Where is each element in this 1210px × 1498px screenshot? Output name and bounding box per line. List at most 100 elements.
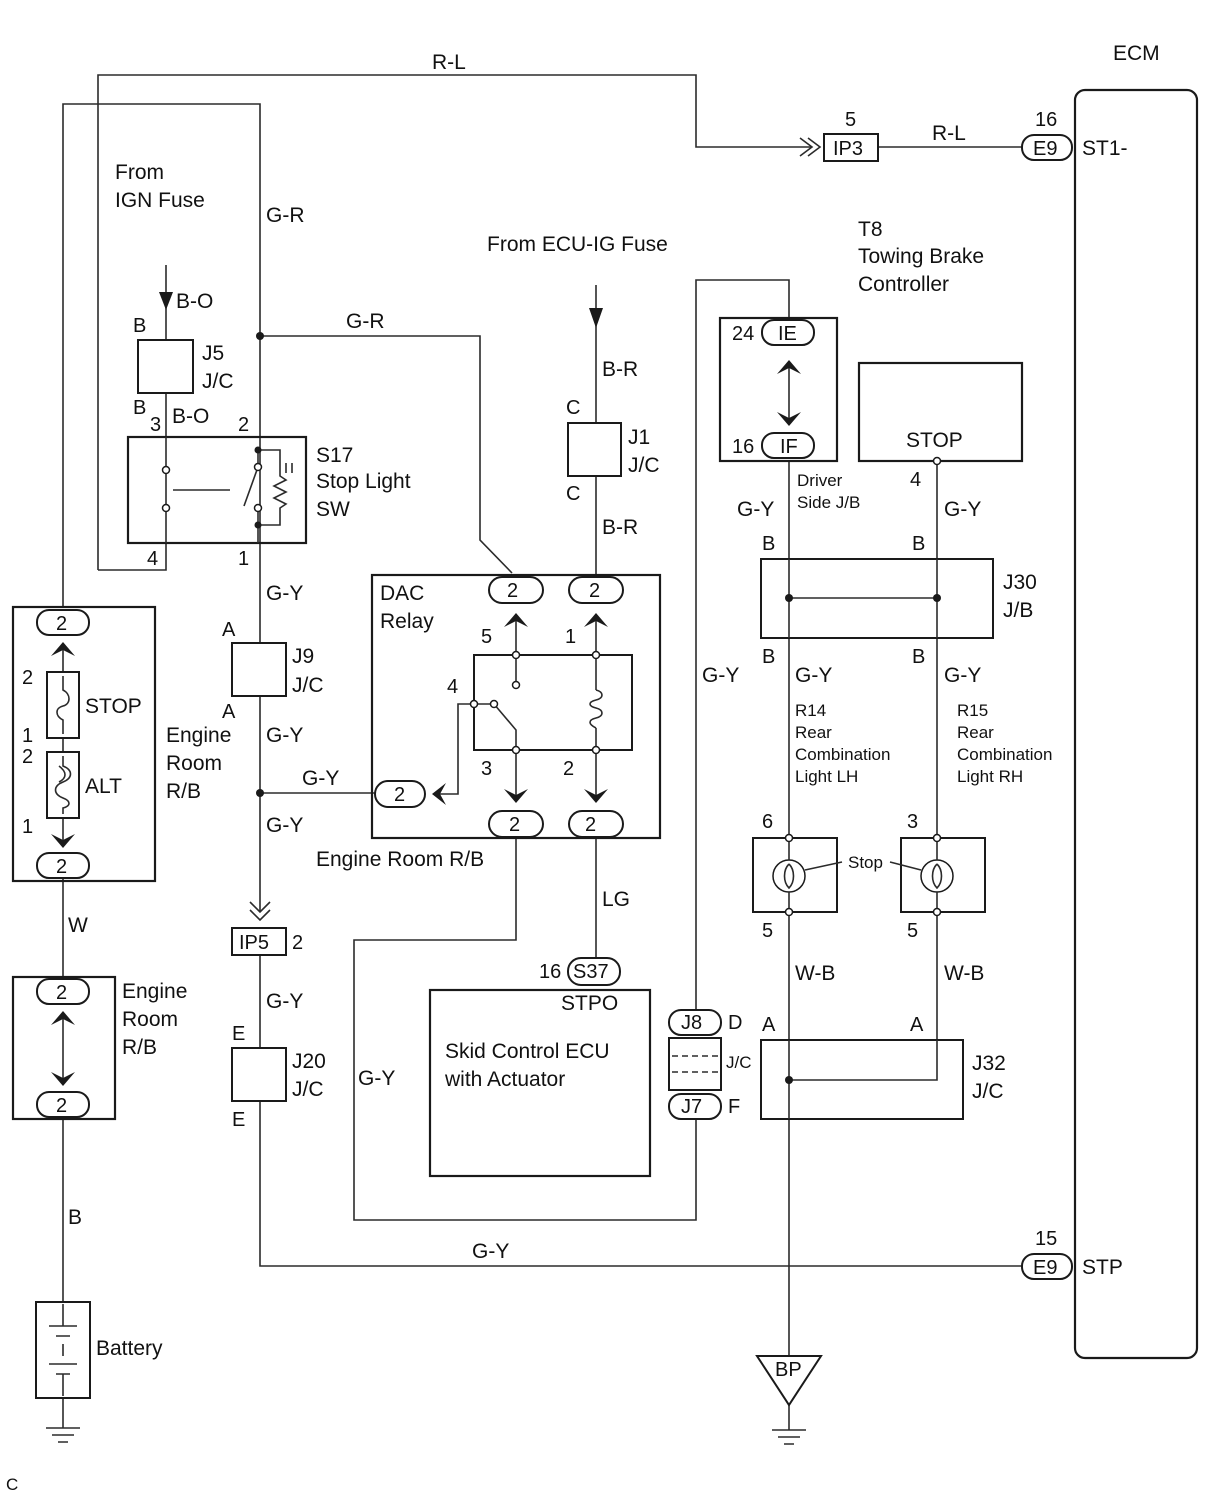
- wire-g-y-t8: [695, 279, 790, 1010]
- engine-room-rb-line2: Room: [166, 752, 222, 775]
- fuse-stop-label: STOP: [85, 695, 142, 718]
- ecm-stp-conn: E9: [1033, 1257, 1057, 1279]
- dac-contact: [511, 650, 521, 660]
- r14-line1: Rear: [795, 723, 832, 742]
- wire-label-g-r: G-R: [266, 204, 305, 227]
- dac-contact: [511, 745, 521, 755]
- j32-pin: A: [762, 1014, 776, 1036]
- wire-r-l: [97, 74, 812, 570]
- engine-room-rb-line1: Engine: [166, 724, 231, 747]
- s17-pin-3: 3: [150, 414, 161, 436]
- j9-name: J9: [292, 645, 314, 668]
- j20-pin-bottom: E: [232, 1109, 245, 1131]
- j20-box: [231, 1047, 287, 1102]
- arrow-down-icon: [159, 292, 173, 310]
- battery-label: Battery: [96, 1337, 163, 1360]
- t8-line1: Towing Brake: [858, 245, 984, 268]
- chevron-down-icon: [584, 789, 608, 803]
- dac-pin-4: 4: [447, 676, 458, 698]
- fuse-stop-icon: [56, 676, 70, 734]
- j8j7-dash: [672, 1055, 718, 1073]
- j1-name: J1: [628, 426, 650, 449]
- s17-box: [126, 435, 308, 545]
- ip3-connector: [823, 133, 879, 162]
- skid-terminal: STPO: [561, 992, 618, 1015]
- engine-room-rb2-top-conn: [36, 978, 90, 1005]
- r14-line2: Combination: [795, 745, 890, 764]
- s17-contact: [254, 446, 262, 454]
- r14-bulb-filament: [783, 838, 843, 912]
- dac-contact: [489, 699, 499, 709]
- dac-conn-label: 2: [507, 580, 518, 602]
- r15-line3: Light RH: [957, 767, 1023, 786]
- t8-line2: Controller: [858, 273, 949, 296]
- dac-conn-bottom-left: [488, 810, 544, 838]
- wire-label-g-y: G-Y: [266, 990, 303, 1013]
- j30-type: J/B: [1003, 599, 1033, 622]
- wire-label-w-b: W-B: [944, 962, 984, 985]
- dac-conn-label: 2: [394, 784, 405, 806]
- wire-label-r-l: R-L: [932, 122, 966, 145]
- from-ign-line1: From: [115, 161, 164, 184]
- j8j7-body: [668, 1037, 722, 1091]
- j8-name: J8: [681, 1012, 702, 1034]
- j1-type: J/C: [628, 454, 660, 477]
- wire-label-b-r: B-R: [602, 358, 638, 381]
- wire-label-w-b: W-B: [795, 962, 835, 985]
- engine-room-rb2-bottom-conn-label: 2: [56, 1095, 67, 1117]
- j9-pin-bottom: A: [222, 701, 236, 723]
- r14-pin-bottom: 5: [762, 920, 773, 942]
- t8-if: IF: [780, 436, 798, 458]
- ground-icon: [46, 1427, 80, 1443]
- fuse-block-bottom-conn-label: 2: [56, 856, 67, 878]
- wire-label-r-l: R-L: [432, 51, 466, 74]
- wire-label-g-y: G-Y: [472, 1240, 509, 1263]
- r14-id: R14: [795, 701, 826, 720]
- j7-connector: [668, 1093, 722, 1120]
- chevron-up-icon: [777, 360, 801, 374]
- s17-contact: [161, 465, 171, 475]
- t8-ie: IE: [778, 323, 797, 345]
- j20-pin-top: E: [232, 1023, 245, 1045]
- r14-pin-top: 6: [762, 811, 773, 833]
- ground-bp-icon: [755, 1355, 823, 1407]
- j9-type: J/C: [292, 674, 324, 697]
- wire-label-g-y: G-Y: [795, 664, 832, 687]
- wire-label-g-y: G-Y: [702, 664, 739, 687]
- s37-conn: S37: [573, 961, 609, 983]
- j7-pin-f: F: [728, 1096, 740, 1118]
- splice-dot: [785, 594, 793, 602]
- ecm-st1-label: ST1-: [1082, 137, 1128, 160]
- wire-label-b-r: B-R: [602, 516, 638, 539]
- t8-stop-pin: 4: [910, 469, 921, 491]
- skid-ecu-box: [428, 988, 652, 1178]
- fuse-alt-label: ALT: [85, 775, 122, 798]
- j8j7-type: J/C: [726, 1053, 752, 1072]
- ecm-st1-conn: E9: [1033, 138, 1057, 160]
- dac-contact: [591, 745, 601, 755]
- dac-conn-label: 2: [509, 814, 520, 836]
- j9-box: [231, 642, 287, 697]
- t8-stop: STOP: [906, 429, 963, 452]
- wire-label-b-o: B-O: [176, 290, 213, 313]
- splice-dot: [933, 594, 941, 602]
- wire-label-lg: LG: [602, 888, 630, 911]
- ground-bp-label: BP: [775, 1359, 802, 1381]
- r15-contact: [932, 833, 942, 843]
- s17-pin-2: 2: [238, 414, 249, 436]
- dac-relay-coil-icon: [589, 689, 603, 729]
- j8-pin-d: D: [728, 1012, 742, 1034]
- skid-line2: with Actuator: [444, 1068, 565, 1091]
- dac-conn-top-left: [488, 576, 544, 604]
- from-ign-line2: IGN Fuse: [115, 189, 205, 212]
- j5-box: [137, 339, 194, 394]
- dac-contact: [469, 699, 479, 709]
- t8-if-connector: [761, 432, 815, 459]
- wire-g-y-loop: [353, 838, 697, 1221]
- arrow-down-icon: [589, 308, 603, 328]
- j30-name: J30: [1003, 571, 1037, 594]
- r15-contact: [932, 907, 942, 917]
- dac-pin-2: 2: [563, 758, 574, 780]
- s17-line2: SW: [316, 498, 350, 521]
- engine-room-rb2-line3: R/B: [122, 1036, 157, 1059]
